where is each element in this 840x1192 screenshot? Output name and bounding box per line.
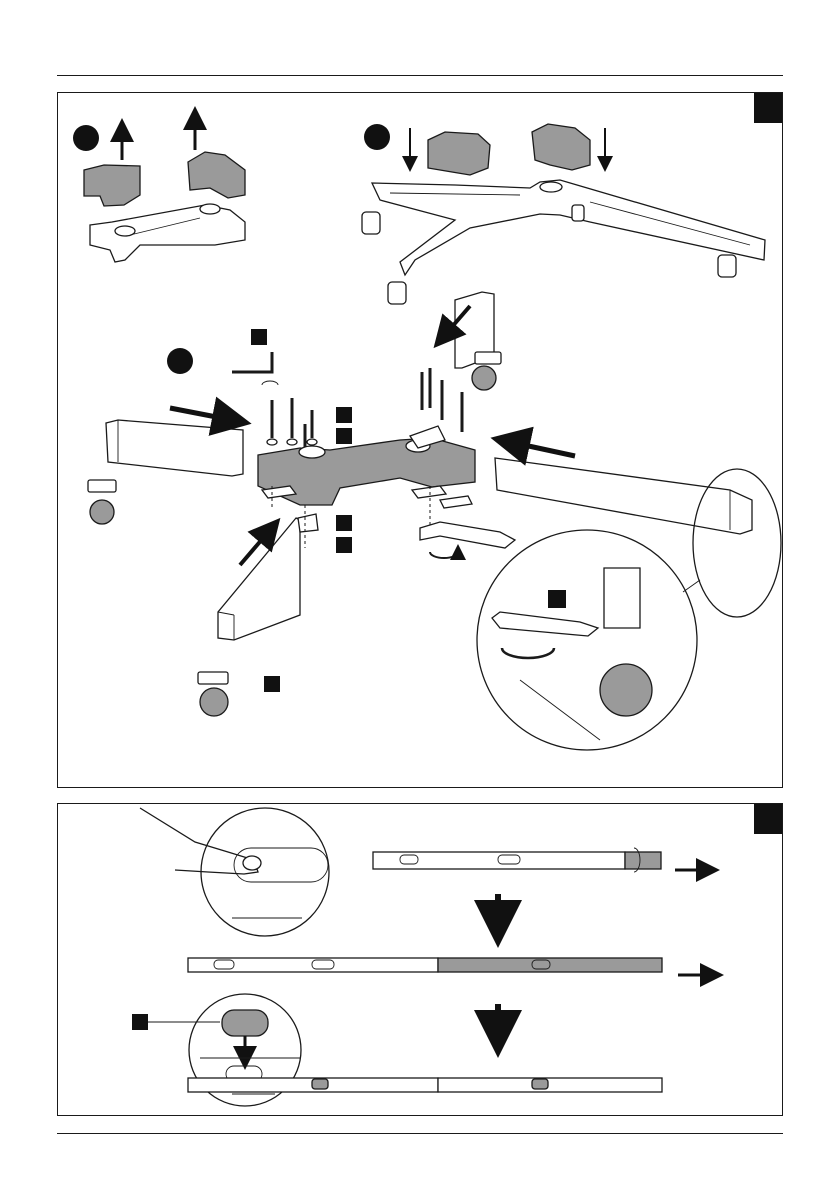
step-3-marker (167, 348, 193, 374)
step-1-cover-lift (84, 118, 245, 262)
hex-key-icon (232, 329, 278, 385)
arm-left (106, 408, 243, 476)
arm-front (218, 518, 300, 640)
step-1-marker (73, 125, 99, 151)
step-2-cover-fit (362, 124, 765, 304)
slide-extension-out (188, 848, 712, 1034)
bolts-right (422, 368, 462, 432)
finger-press-icon (140, 808, 329, 936)
end-cap-icon (132, 994, 662, 1106)
open-end-wrench-icon (420, 522, 515, 558)
step-2-marker (364, 124, 390, 150)
arm-right (495, 442, 752, 534)
